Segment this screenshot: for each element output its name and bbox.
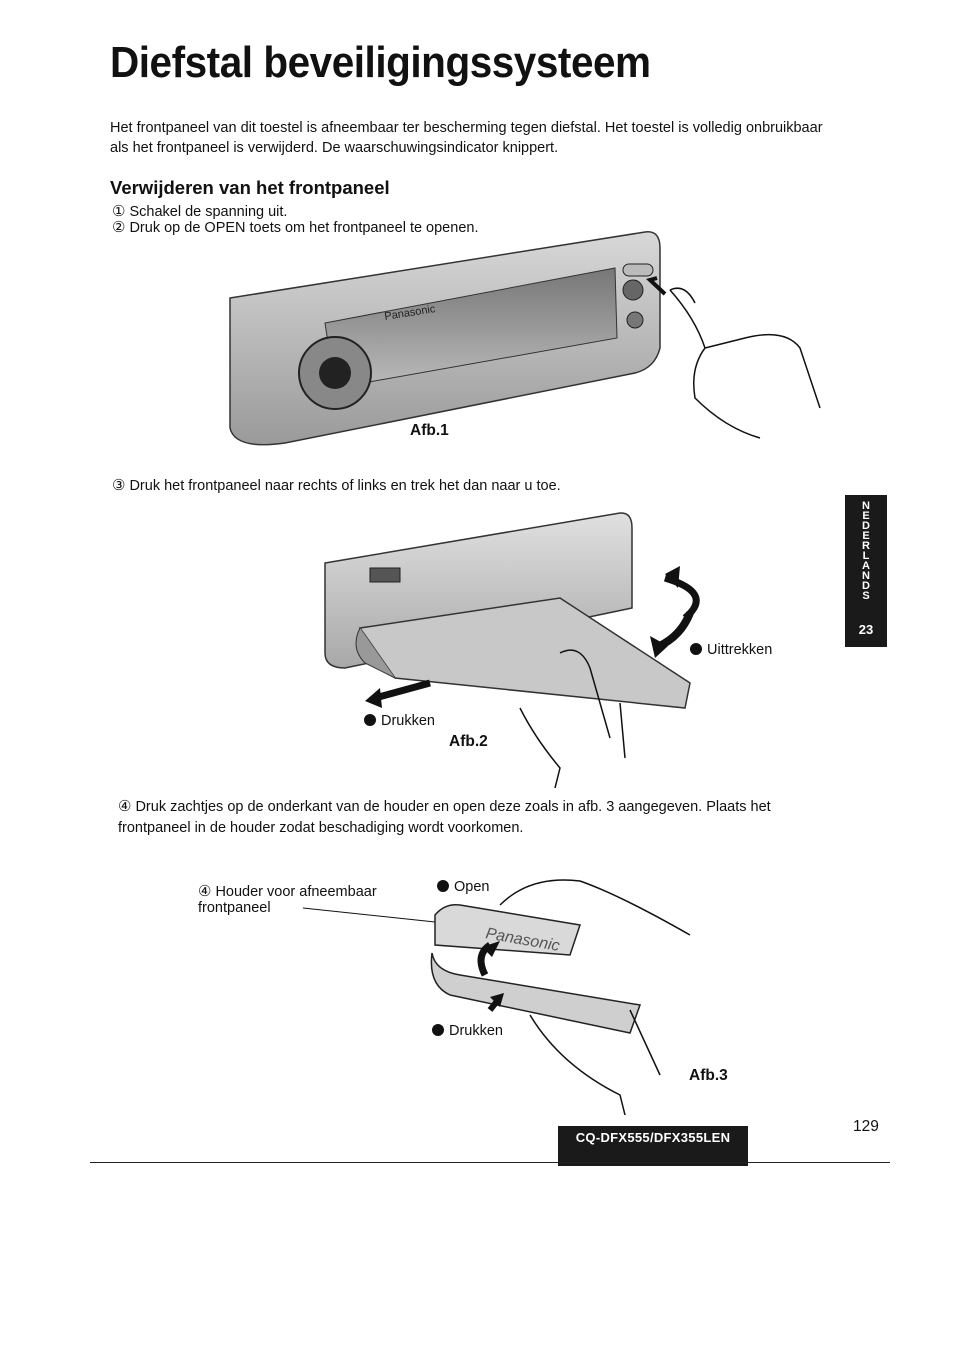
side-tab-letter: E — [862, 510, 870, 522]
figure-2-label: Afb.2 — [449, 733, 488, 750]
step-text: Druk zachtjes op de onderkant van de hou… — [118, 799, 771, 836]
footer-rule — [90, 1162, 890, 1163]
figure-1-label: Afb.1 — [410, 422, 449, 439]
figure-1-illustration: Panasonic — [229, 231, 821, 446]
side-tab-letter: S — [862, 590, 870, 602]
side-tab-letter: D — [862, 580, 870, 592]
step-number: ② — [112, 219, 126, 236]
side-tab-letter: E — [862, 530, 870, 542]
model-badge: CQ-DFX555/DFX355LEN — [558, 1126, 748, 1166]
side-tab-letter: L — [862, 550, 870, 562]
side-tab-number: 23 — [858, 622, 874, 637]
step-text: Druk op de OPEN toets om het frontpaneel… — [129, 220, 479, 236]
callout-marker-icon — [437, 880, 449, 892]
figure-3-illustration: Panasonic — [302, 879, 691, 1115]
side-tab-letter: D — [862, 520, 870, 532]
intro-paragraph: Het frontpaneel van dit toestel is afnee… — [110, 120, 823, 156]
figure-2-illustration — [324, 512, 700, 788]
side-tab-letter: R — [862, 540, 870, 552]
callout-marker-icon — [432, 1024, 444, 1036]
step-text: Druk het frontpaneel naar rechts of link… — [129, 478, 561, 494]
step-text: Schakel de spanning uit. — [129, 204, 288, 220]
step-number: ① — [112, 203, 126, 220]
callout-push: Drukken — [364, 713, 435, 729]
callout-pull: Uittrekken — [690, 642, 772, 658]
page-title: Diefstal beveiligingssysteem — [110, 38, 651, 87]
figure-3-label: Afb.3 — [689, 1067, 728, 1084]
page-number: 129 — [853, 1118, 879, 1135]
side-tab-letter: N — [862, 500, 870, 512]
step-number: ③ — [112, 477, 126, 494]
callout-number: ④ — [198, 883, 212, 900]
callout-push-holder: Drukken — [432, 1023, 503, 1039]
callout-marker-icon — [364, 714, 376, 726]
section-heading: Verwijderen van het frontpaneel — [110, 177, 390, 198]
side-tab-letter: A — [862, 560, 870, 572]
side-tab-letter: N — [862, 570, 870, 582]
callout-marker-icon — [690, 643, 702, 655]
callout-open: Open — [437, 879, 489, 895]
step-number: ④ — [118, 798, 132, 815]
